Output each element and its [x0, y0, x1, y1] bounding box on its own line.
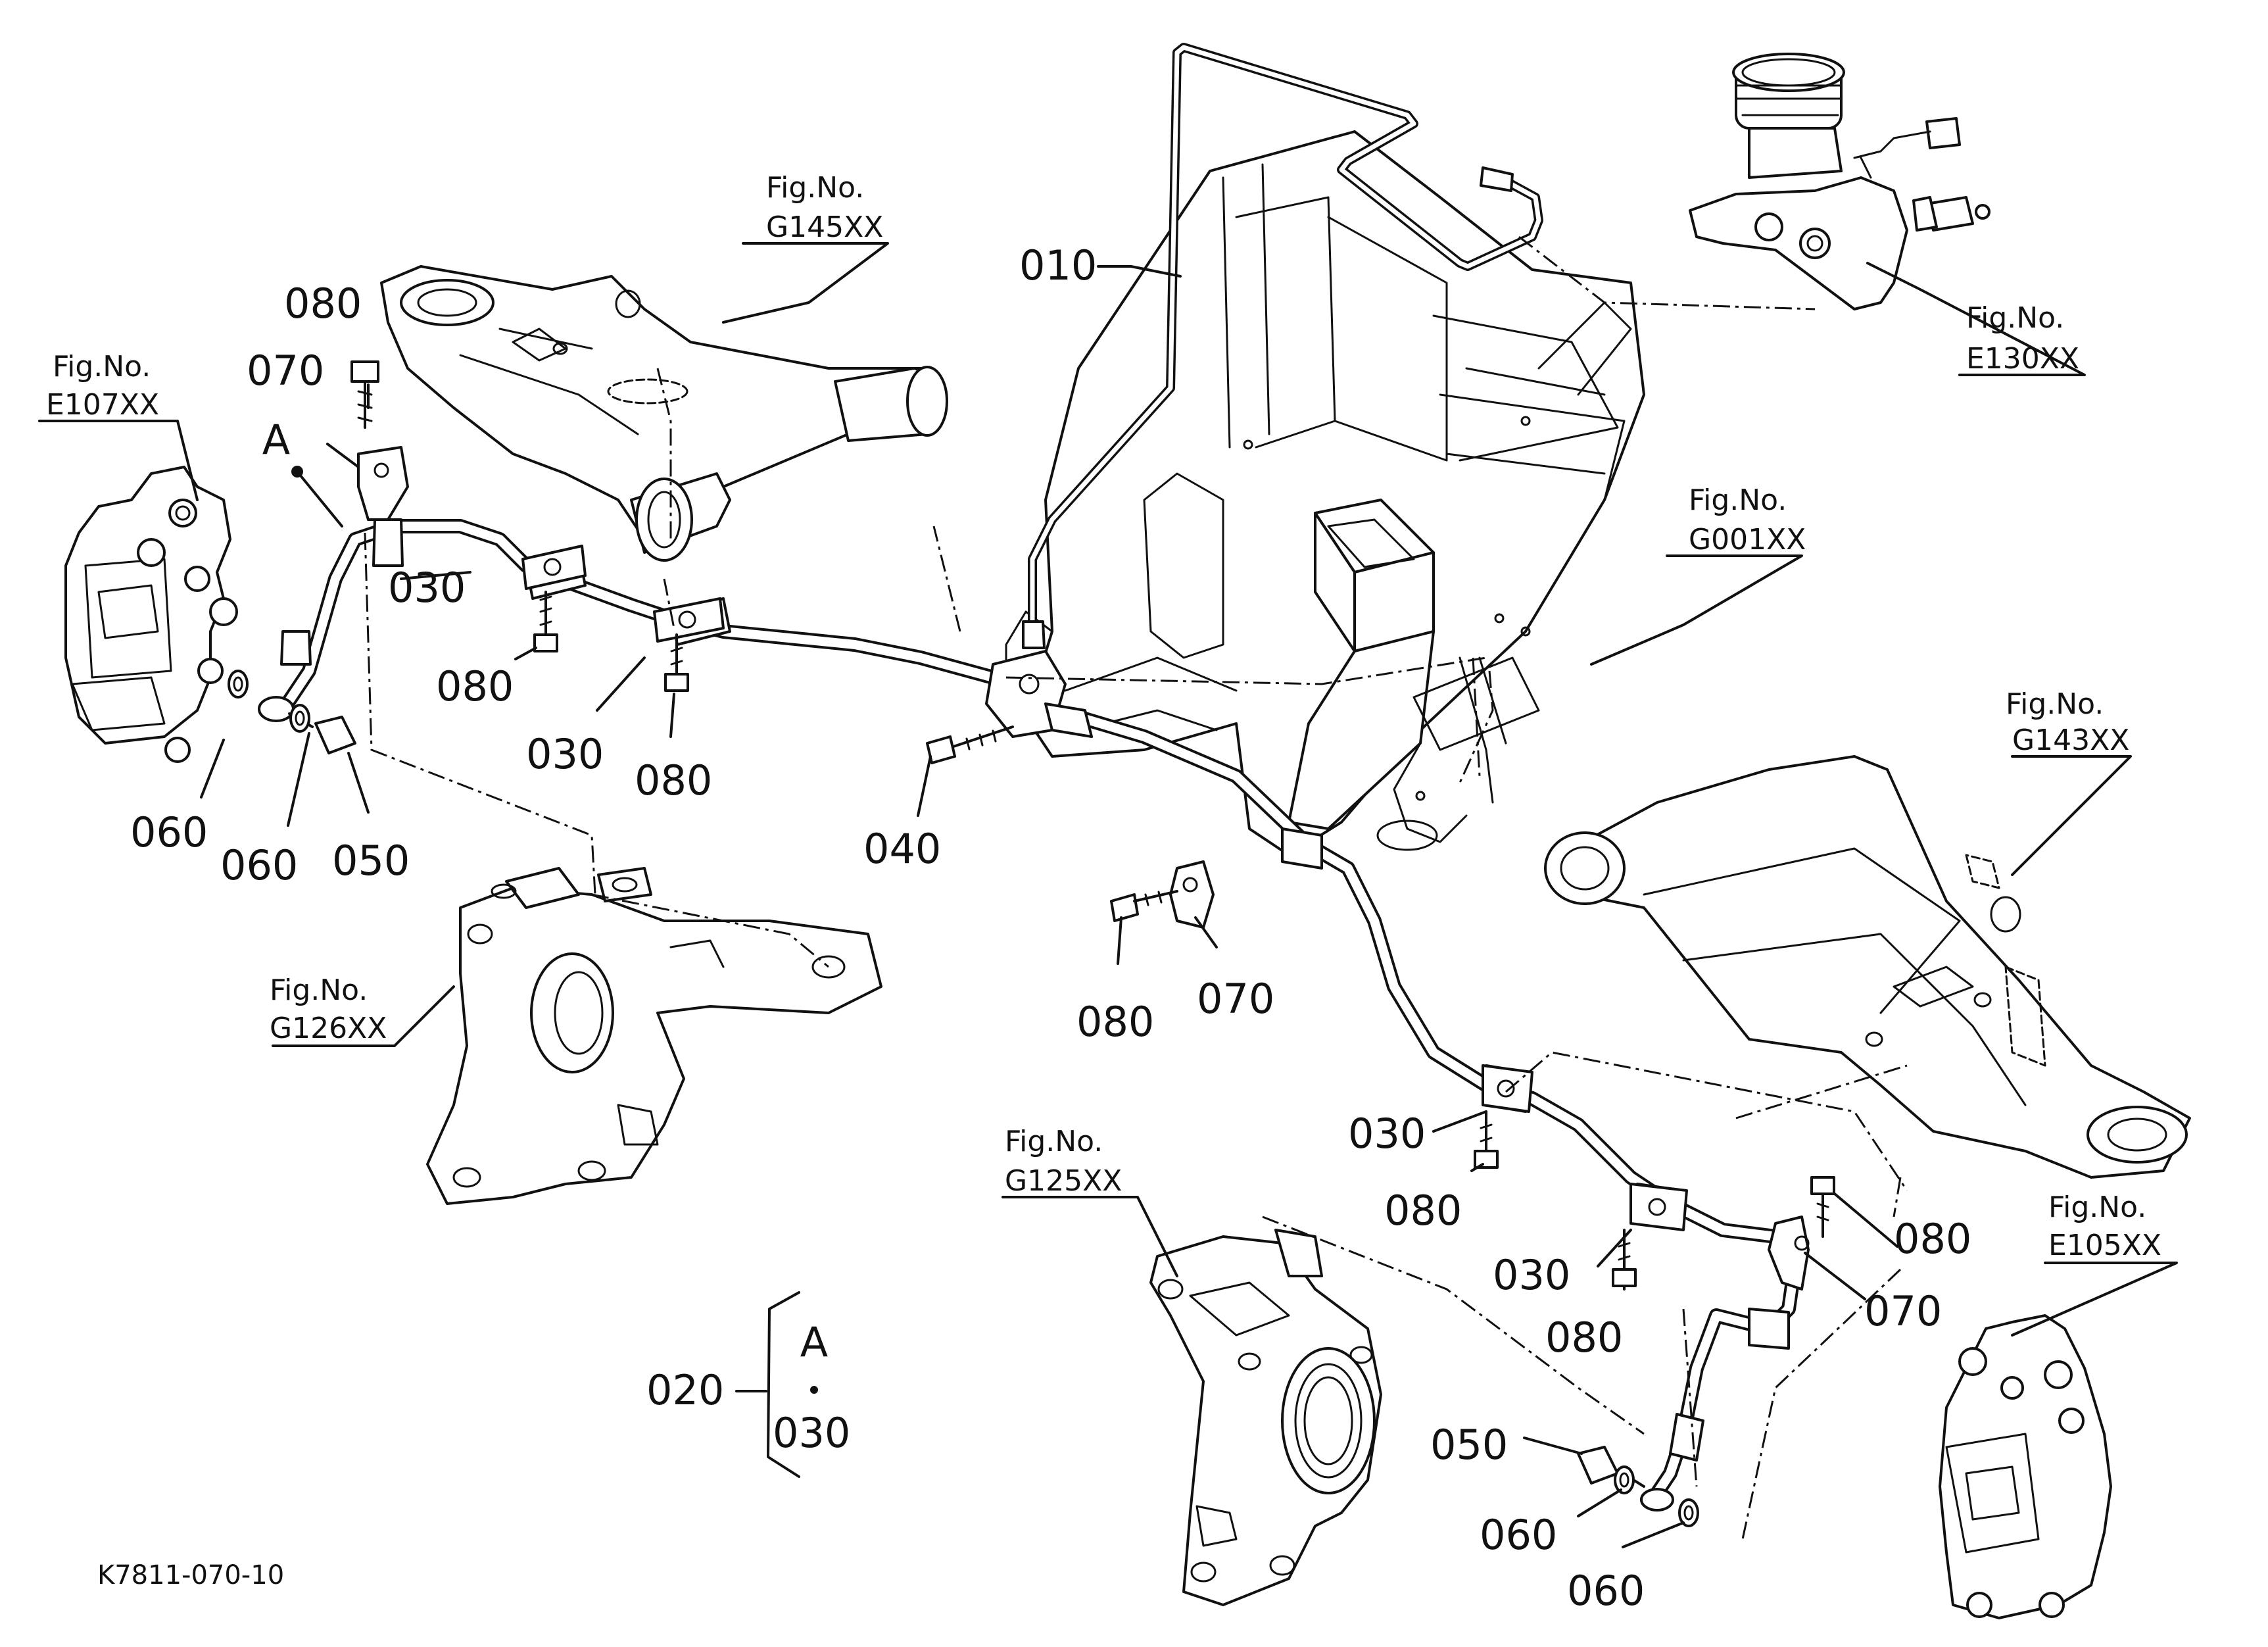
phantom-lines: [364, 235, 1908, 1540]
callout-020: 020: [646, 1366, 724, 1414]
callout-030-legend: 030: [773, 1409, 850, 1457]
callout-080-d: 080: [1384, 1187, 1462, 1235]
washer-060-left-b: [289, 704, 310, 733]
bracket-070-right: [1768, 1216, 1810, 1291]
lower-arm-g143: [1544, 755, 2191, 1179]
callout-050-left: 050: [332, 837, 410, 885]
bracket-070-center: [1169, 860, 1215, 929]
knuckle-g125: [1149, 1229, 1382, 1606]
bolt-080-top: [350, 360, 379, 429]
fig-ref-g143-label: Fig.No.: [2006, 687, 2104, 721]
bolt-080-f: [1810, 1176, 1835, 1238]
fig-ref-g125-label: Fig.No.: [1005, 1125, 1103, 1158]
washer-060-right-b: [1678, 1498, 1699, 1527]
callout-060-right-a: 060: [1480, 1511, 1557, 1559]
callout-060-left-a: 060: [130, 808, 208, 856]
washer-060-right-a: [1614, 1465, 1635, 1494]
fig-ref-e130-label: Fig.No.: [1966, 301, 2064, 335]
callout-070-center: 070: [1197, 975, 1274, 1023]
clamp-030-a: [521, 545, 587, 590]
callout-050-right: 050: [1430, 1421, 1508, 1469]
legend-marker-a: A: [800, 1318, 828, 1366]
bracket-070-left: [357, 446, 409, 521]
knuckle-g126: [426, 867, 882, 1205]
fig-ref-g126-label: Fig.No.: [270, 973, 368, 1007]
fig-ref-g145-label: Fig.No.: [766, 171, 864, 205]
callout-070-left: 070: [247, 347, 324, 395]
callout-080-f: 080: [1894, 1215, 1971, 1263]
fig-ref-g001-label: Fig.No.: [1689, 483, 1787, 517]
caliper-e105: [1939, 1314, 2112, 1619]
bolt-080-b: [664, 633, 689, 692]
fig-ref-e105-label: Fig.No.: [2048, 1191, 2146, 1224]
fig-ref-e130-code: E130XX: [1966, 342, 2079, 376]
washer-060-left-a: [228, 670, 249, 699]
callouts: 010 080 070 030 080 030 080 060 060 050 …: [130, 241, 1971, 1615]
callout-010: 010: [1019, 241, 1097, 289]
clamp-030-d: [1629, 1183, 1688, 1231]
bolt-080-d: [1474, 1110, 1499, 1169]
callout-030-c: 030: [1348, 1110, 1426, 1158]
fig-ref-g143-code: G143XX: [2012, 724, 2129, 757]
callout-030-b: 030: [526, 730, 604, 778]
callout-060-left-b: 060: [220, 841, 298, 889]
master-cylinder-e130: [1689, 53, 1991, 310]
brake-pipe-010: [1022, 43, 1543, 649]
fig-ref-g001-code: G001XX: [1689, 523, 1806, 556]
callout-060-right-b: 060: [1567, 1567, 1645, 1615]
bolt-080-a: [533, 591, 558, 652]
figure-references: Fig.No. G145XX Fig.No. E107XX Fig.No. E1…: [46, 171, 2161, 1262]
callout-080-c: 080: [1076, 998, 1154, 1046]
clamp-030-b: [653, 597, 725, 643]
fig-ref-g145-code: G145XX: [766, 210, 883, 244]
fig-ref-g126-code: G126XX: [270, 1012, 387, 1045]
bolt-040: [926, 725, 1014, 764]
fig-ref-g125-code: G125XX: [1005, 1164, 1122, 1198]
view-marker-a: A: [262, 416, 343, 528]
callout-080-e: 080: [1545, 1314, 1623, 1362]
leader-lines: [38, 242, 2178, 1548]
clamp-030-c: [1482, 1064, 1533, 1113]
upper-arm-g145: [380, 265, 948, 562]
fig-ref-e107-label: Fig.No.: [53, 350, 151, 383]
fig-ref-e105-code: E105XX: [2048, 1229, 2161, 1262]
main-frame-drawing: [1005, 130, 1645, 856]
view-marker-a-label: A: [262, 416, 290, 464]
callout-080-a: 080: [436, 662, 514, 710]
callout-080-top: 080: [284, 280, 362, 328]
three-way-joint: [985, 650, 1093, 738]
callout-030-a: 030: [388, 564, 466, 612]
drawing-id: K7811-070-10: [97, 1560, 284, 1590]
callout-040: 040: [863, 825, 941, 873]
fig-ref-e107-code: E107XX: [46, 388, 159, 422]
legend-bracket: A: [735, 1291, 828, 1478]
callout-070-right: 070: [1864, 1287, 1942, 1335]
caliper-e107: [64, 466, 238, 763]
callout-080-b: 080: [635, 756, 712, 804]
bolt-080-c: [1110, 890, 1178, 922]
callout-030-d: 030: [1493, 1251, 1570, 1299]
